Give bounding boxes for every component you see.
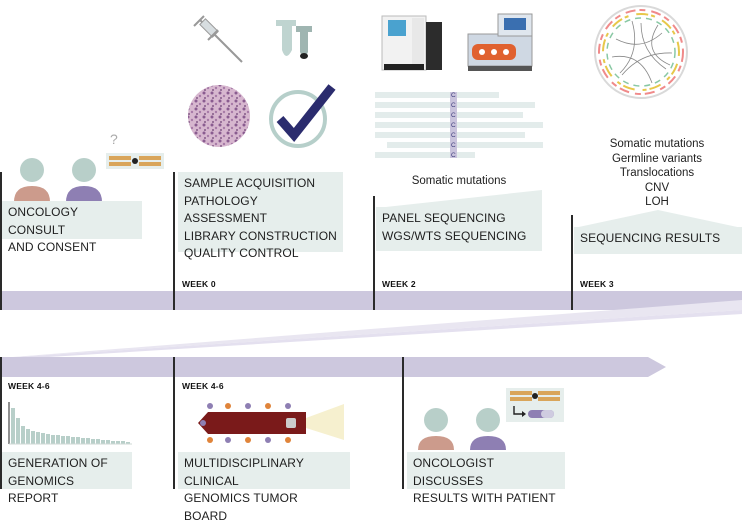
results-list: Somatic mutations Germline variants Tran… [586,137,728,210]
label-line: WGS/WTS SEQUENCING [382,228,527,243]
week-label-week0: WEEK 0 [182,279,216,289]
step-label-week2: PANEL SEQUENCING WGS/WTS SEQUENCING [376,207,542,251]
timeline-connector [0,300,742,360]
tumor-board-table-icon [198,403,344,443]
divider-step-week2 [373,196,375,310]
label-line: LIBRARY CONSTRUCTION [184,228,337,243]
step-label-patient: ONCOLOGIST DISCUSSES RESULTS WITH PATIEN… [407,452,565,505]
divider-step-tumor-board [173,357,175,489]
step-label-report: GENERATION OF GENOMICS REPORT [2,452,132,505]
step-label-consult: ONCOLOGY CONSULT AND CONSENT [2,201,142,254]
sample-tubes-icon [276,20,312,59]
read-column-letters: C C C C C C C [451,91,456,161]
step-label-week0: SAMPLE ACQUISITION PATHOLOGY ASSESSMENT … [178,172,343,260]
top-timeline-band [0,291,742,310]
result-line: CNV [644,181,670,194]
read-letter: C [451,122,456,129]
label-line: GENERATION OF [8,456,108,470]
label-line: ONCOLOGY CONSULT [8,205,78,237]
note-somatic-mutations: Somatic mutations [411,175,507,187]
question-mark-icon: ? [110,131,118,147]
biopsy-needle-icon [193,15,243,63]
label-line: PATHOLOGY ASSESSMENT [184,193,268,226]
read-letter: C [451,132,456,139]
report-barchart-icon [8,402,132,445]
funnel-week3 [574,210,742,228]
circos-plot-icon [594,5,688,99]
result-line: Germline variants [611,152,703,165]
label-line: GENOMICS TUMOR BOARD [184,491,298,523]
funnel-week2 [376,190,542,208]
divider-step-week3 [571,215,573,310]
doctor-patient-icon [14,158,102,202]
result-line: Translocations [619,167,695,179]
label-line: ONCOLOGIST DISCUSSES [413,456,494,488]
result-line: LOH [645,196,669,208]
step-label-week3: SEQUENCING RESULTS [574,227,742,254]
label-line: SAMPLE ACQUISITION [184,176,316,190]
read-letter: C [451,152,456,159]
label-line: RESULTS WITH PATIENT [413,491,556,505]
sequencer-icon [381,15,442,71]
label-line: SEQUENCING RESULTS [580,231,721,245]
sequence-reads-icon [375,92,543,158]
benchtop-sequencer-icon [467,13,533,71]
label-line: QUALITY CONTROL [184,246,299,260]
week-label-tumor-board: WEEK 4-6 [182,381,224,391]
chromosome-treatment-icon [506,388,564,422]
result-line: Somatic mutations [609,138,705,150]
chromosome-icon [106,153,164,169]
read-letter: C [451,102,456,109]
label-line: AND CONSENT [8,240,97,254]
doctor-patient-icon [418,408,506,450]
week-label-report: WEEK 4-6 [8,381,50,391]
week-label-week3: WEEK 3 [580,279,614,289]
read-letter: C [451,112,456,119]
label-line: GENOMICS REPORT [8,473,75,506]
divider-step-report [0,357,2,489]
divider-step-consult [0,172,2,310]
step-label-tumor-board: MULTIDISCIPLINARY CLINICAL GENOMICS TUMO… [178,452,350,523]
bottom-timeline-arrow [0,357,666,377]
label-line: MULTIDISCIPLINARY CLINICAL [184,456,304,488]
divider-step-patient [402,357,404,489]
quality-check-icon [269,84,336,148]
divider-step-week0 [173,172,175,310]
read-letter: C [451,92,456,99]
week-label-week2: WEEK 2 [382,279,416,289]
pathology-slide-icon [188,85,250,147]
read-letter: C [451,142,456,149]
label-line: PANEL SEQUENCING [382,211,506,225]
